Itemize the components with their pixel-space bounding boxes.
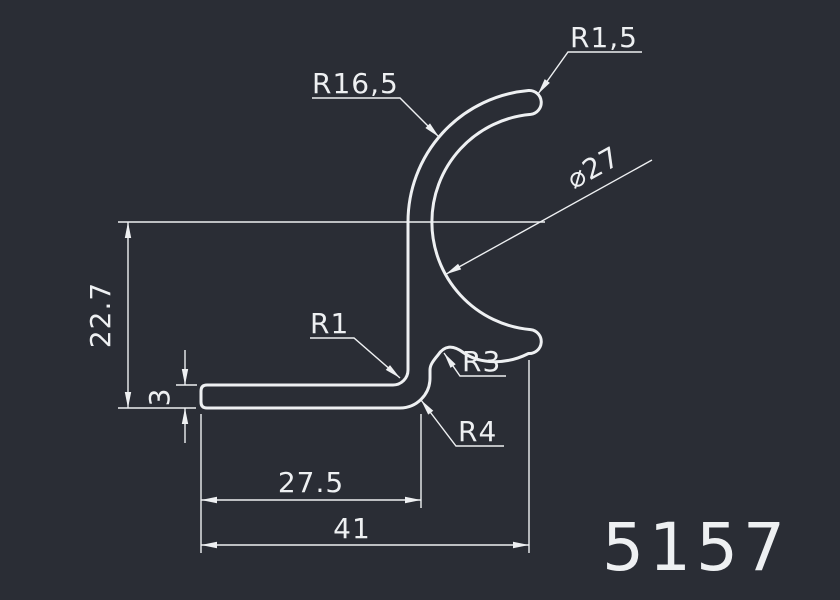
dim-height-22-7 [118, 221, 545, 409]
profile-outline [199, 89, 543, 410]
arrowhead [445, 263, 462, 275]
label-width-27-5: 27.5 [278, 466, 344, 499]
arrowhead [201, 496, 217, 504]
leader-r3 [443, 352, 506, 377]
label-r4: R4 [458, 415, 497, 448]
dimension-labels: R1,5 R16,5 ⌀27 22.7 3 R1 R3 R4 27.5 41 [84, 21, 638, 545]
dim-width-27-5 [200, 414, 422, 553]
leader-r4 [420, 399, 504, 447]
leader-dia-27 [445, 159, 653, 276]
dim-width-41 [201, 360, 530, 553]
arrowhead [444, 353, 456, 368]
label-width-41: 41 [333, 512, 371, 545]
arrowhead [385, 365, 400, 378]
arrowhead [124, 392, 132, 408]
arrowhead [513, 541, 529, 549]
leader-line [312, 97, 440, 138]
leader-r1-5 [537, 51, 642, 95]
label-height-22-7: 22.7 [84, 282, 117, 348]
arrowhead [124, 222, 132, 238]
arrowhead [181, 369, 189, 385]
leader-line [537, 51, 642, 95]
leader-line [445, 159, 653, 276]
label-r3: R3 [462, 345, 501, 378]
dim-thickness-3 [176, 350, 197, 443]
arrowhead [405, 496, 421, 504]
arrowhead [421, 400, 434, 415]
leader-r1 [310, 337, 401, 379]
part-number: 5157 [602, 509, 790, 586]
leader-line [420, 399, 504, 447]
leader-line [310, 337, 401, 379]
arrowhead [201, 541, 217, 549]
arrowhead [425, 123, 439, 137]
label-r1-5: R1,5 [570, 21, 638, 54]
arrowhead [538, 79, 550, 94]
arrowhead [181, 408, 189, 424]
dimension-lines [118, 51, 653, 553]
label-r1: R1 [310, 307, 349, 340]
label-r16-5: R16,5 [312, 67, 399, 100]
leader-r16-5 [312, 97, 440, 138]
label-thickness-3: 3 [143, 388, 176, 407]
label-dia-27: ⌀27 [561, 140, 626, 196]
